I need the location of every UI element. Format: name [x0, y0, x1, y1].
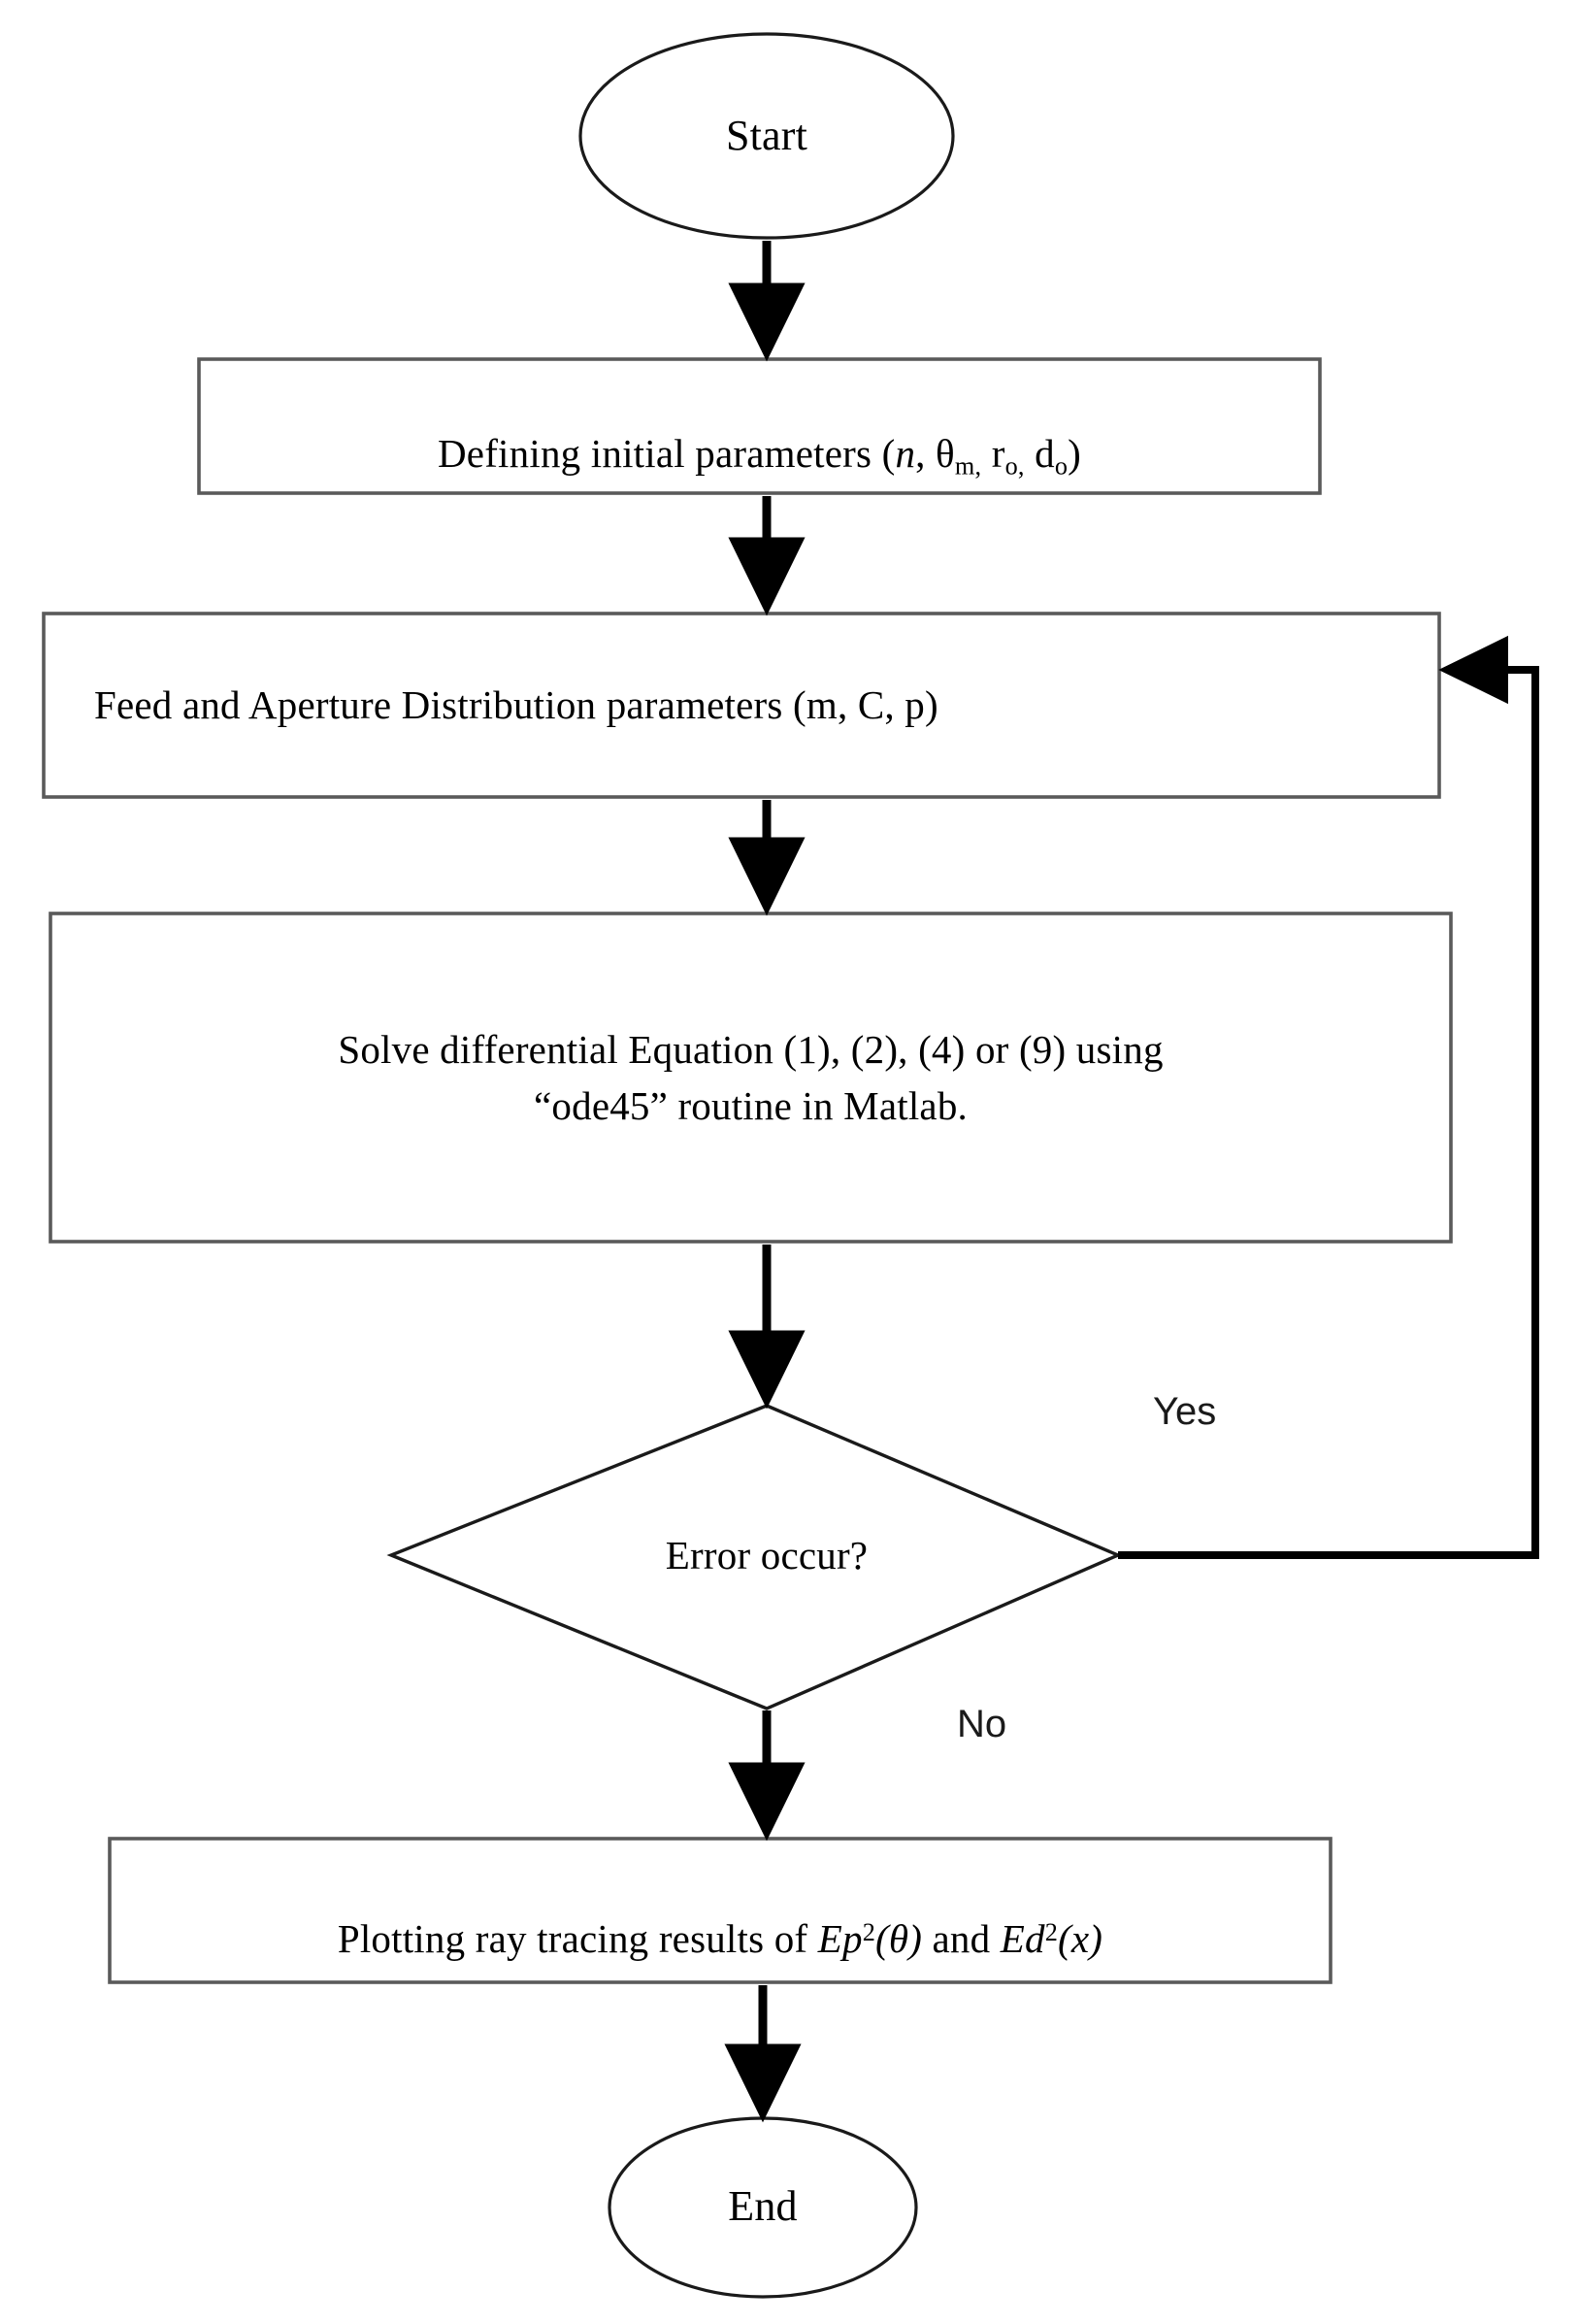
node-feed-aperture-shape: [42, 612, 1441, 799]
node-define-parameters-shape: [197, 357, 1322, 495]
node-start-shape: [578, 32, 955, 240]
node-solve-ode-shape: [49, 912, 1453, 1244]
edge-label-no: No: [957, 1703, 1007, 1745]
node-plot-results-shape: [108, 1837, 1332, 1984]
edge-error-yes-loop: [1118, 635, 1539, 1559]
node-error-check-shape: [386, 1404, 1123, 1710]
node-end-shape: [608, 2116, 918, 2299]
edge-label-yes: Yes: [1153, 1390, 1217, 1433]
